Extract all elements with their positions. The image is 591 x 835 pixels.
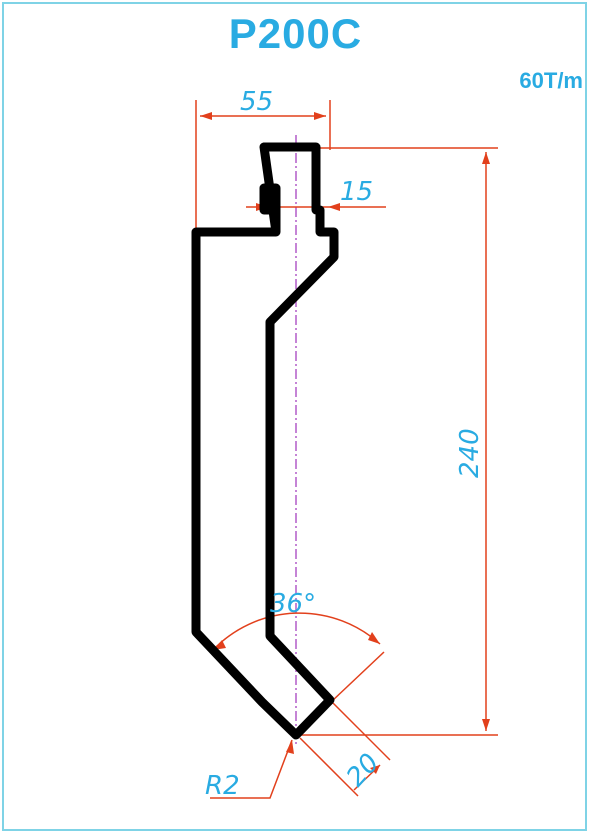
dim-width-top: 55 bbox=[240, 87, 273, 117]
tonnage-label: 60T/m bbox=[519, 68, 583, 93]
tool-title: P200C bbox=[228, 10, 363, 57]
tool-outline bbox=[191, 142, 339, 740]
dim-angle: 36° bbox=[270, 589, 316, 619]
dim-radius: R2 bbox=[205, 771, 240, 801]
dim-tang-offset: 15 bbox=[340, 177, 373, 207]
dimension-lines bbox=[195, 100, 498, 799]
dim-height: 240 bbox=[455, 428, 485, 478]
